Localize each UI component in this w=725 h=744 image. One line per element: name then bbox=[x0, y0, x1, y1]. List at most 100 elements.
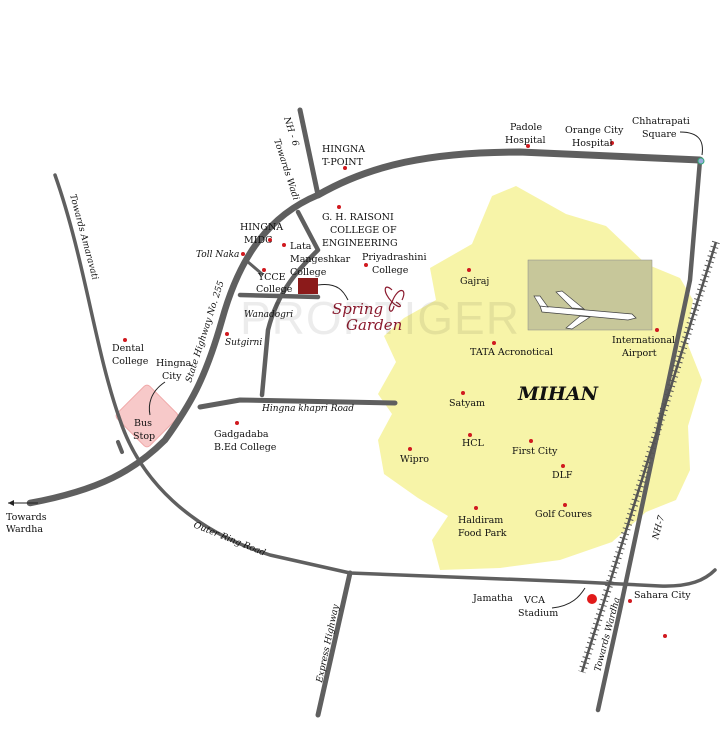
arrow-hingna-city-icon bbox=[148, 381, 166, 416]
dot-gadgadaba bbox=[235, 421, 239, 425]
label-hingna-city-1: Hingna bbox=[156, 358, 192, 369]
road-nh7 bbox=[595, 157, 703, 713]
dot-ycce bbox=[262, 268, 266, 272]
dot-padole bbox=[526, 144, 530, 148]
dot-gajraj bbox=[467, 268, 471, 272]
label-priyadarshini-1: Priyadrashini bbox=[362, 252, 426, 263]
label-gadgadaba-1: Gadgadaba bbox=[214, 429, 269, 440]
arrow-vca-icon bbox=[551, 587, 586, 609]
label-vca-2: Stadium bbox=[518, 608, 558, 619]
label-hingna-khapri-road: Hingna khapri Road bbox=[261, 404, 354, 414]
dot-orange-city bbox=[610, 141, 614, 145]
label-chhatrapati-1: Chhatrapati bbox=[632, 116, 690, 127]
label-padole-1: Padole bbox=[510, 122, 542, 133]
dot-wipro bbox=[408, 447, 412, 451]
label-sutgirni: Sutgirni bbox=[225, 338, 262, 348]
label-wipro: Wipro bbox=[400, 454, 429, 465]
airplane-icon bbox=[533, 290, 637, 330]
dot-dental bbox=[123, 338, 127, 342]
arrow-chhatrapati-icon bbox=[679, 131, 703, 156]
dot-hingna-tpoint bbox=[343, 166, 347, 170]
label-gadgadaba-2: B.Ed College bbox=[214, 442, 277, 453]
spring-garden-name-line2: Garden bbox=[346, 316, 402, 334]
label-midc-2: MIDC bbox=[244, 235, 272, 246]
label-dental-1: Dental bbox=[112, 343, 144, 354]
bus-stop-area bbox=[115, 384, 179, 448]
label-bus-stop-2: Stop bbox=[133, 431, 155, 442]
label-tata: TATA Acronotical bbox=[470, 347, 553, 358]
label-hingna-city-2: City bbox=[162, 371, 182, 382]
spring-garden-name-line1: Spring bbox=[332, 300, 383, 318]
dot-ghraisoni bbox=[337, 205, 341, 209]
road-inner-loop bbox=[259, 209, 321, 398]
label-priyadarshini-2: College bbox=[372, 265, 409, 276]
label-vca-1: VCA bbox=[523, 595, 545, 606]
dot-golf bbox=[563, 503, 567, 507]
label-satyam: Satyam bbox=[449, 398, 485, 409]
dot-sahara bbox=[628, 599, 632, 603]
spring-garden-marker bbox=[298, 278, 318, 294]
airport-area bbox=[527, 259, 653, 331]
mihan-title: MIHAN bbox=[517, 383, 599, 405]
label-nh6: NH - 6 bbox=[281, 115, 300, 148]
dot-hcl bbox=[468, 433, 472, 437]
label-sahara: Sahara City bbox=[634, 590, 691, 601]
dot-haldiram bbox=[474, 506, 478, 510]
label-outer-ring-road: Outer Ring Road bbox=[192, 521, 267, 559]
label-airport-2: Airport bbox=[621, 348, 657, 359]
label-dental-2: College bbox=[112, 356, 149, 367]
label-chhatrapati-2: Square bbox=[642, 129, 677, 140]
dot-sutgirni bbox=[225, 332, 229, 336]
label-lata-1: Lata bbox=[290, 241, 312, 252]
dot-tata bbox=[492, 341, 496, 345]
label-orange-city-1: Orange City bbox=[565, 125, 624, 136]
dot-east bbox=[663, 634, 667, 638]
dot-airport bbox=[655, 328, 659, 332]
label-jamatha: Jamatha bbox=[472, 593, 513, 604]
dot-lata bbox=[282, 243, 286, 247]
railway-line bbox=[578, 240, 720, 674]
watermark: PROPTIGER bbox=[240, 292, 520, 344]
butterfly-icon bbox=[384, 286, 405, 312]
road-toll-link bbox=[246, 260, 264, 276]
label-ycce-2: College bbox=[256, 284, 293, 295]
arrow-towards-wardha-left-icon bbox=[8, 500, 38, 506]
label-golf: Golf Coures bbox=[535, 509, 592, 520]
label-ghraisoni-2: COLLEGE OF bbox=[330, 225, 397, 236]
place-dots bbox=[123, 141, 667, 638]
road-towards-amaravati bbox=[53, 173, 717, 588]
label-hcl: HCL bbox=[462, 438, 485, 449]
vca-stadium-marker bbox=[587, 594, 597, 604]
label-towards-wardha-left-2: Wardha bbox=[6, 524, 43, 535]
dot-midc bbox=[268, 238, 272, 242]
label-midc-1: HINGNA bbox=[240, 222, 283, 233]
arrow-spring-garden-icon bbox=[317, 283, 349, 301]
road-hingna-khapri bbox=[197, 397, 398, 410]
road-express-highway bbox=[315, 570, 353, 718]
label-toll-naka: Toll Naka bbox=[196, 250, 239, 260]
road-outer-ring-ext bbox=[116, 440, 124, 454]
dot-dlf bbox=[561, 464, 565, 468]
road-ycce-link bbox=[237, 292, 321, 300]
road-nh6 bbox=[297, 107, 321, 198]
dot-priyadarshini bbox=[364, 263, 368, 267]
label-haldiram-2: Food Park bbox=[458, 528, 507, 539]
label-ghraisoni-3: ENGINEERING bbox=[322, 238, 398, 249]
dot-firstcity bbox=[529, 439, 533, 443]
road-hingna-chhatrapati bbox=[314, 148, 704, 199]
label-lata-3: College bbox=[290, 267, 327, 278]
label-lata-2: Mangeshkar bbox=[290, 254, 351, 265]
label-padole-2: Hospital bbox=[505, 135, 546, 146]
label-ycce-1: YCCE bbox=[257, 272, 286, 283]
label-ghraisoni-1: G. H. RAISONI bbox=[322, 212, 394, 223]
label-gajraj: Gajraj bbox=[460, 276, 489, 287]
road-state-highway bbox=[26, 191, 322, 507]
label-hingna-tpoint-2: T-POINT bbox=[322, 157, 364, 168]
dot-satyam bbox=[461, 391, 465, 395]
label-first-city: First City bbox=[512, 446, 558, 457]
label-wanadogri: Wanadogri bbox=[244, 310, 293, 320]
label-dlf: DLF bbox=[552, 470, 573, 481]
label-hingna-tpoint-1: HINGNA bbox=[322, 144, 365, 155]
label-haldiram-1: Haldiram bbox=[458, 515, 503, 526]
